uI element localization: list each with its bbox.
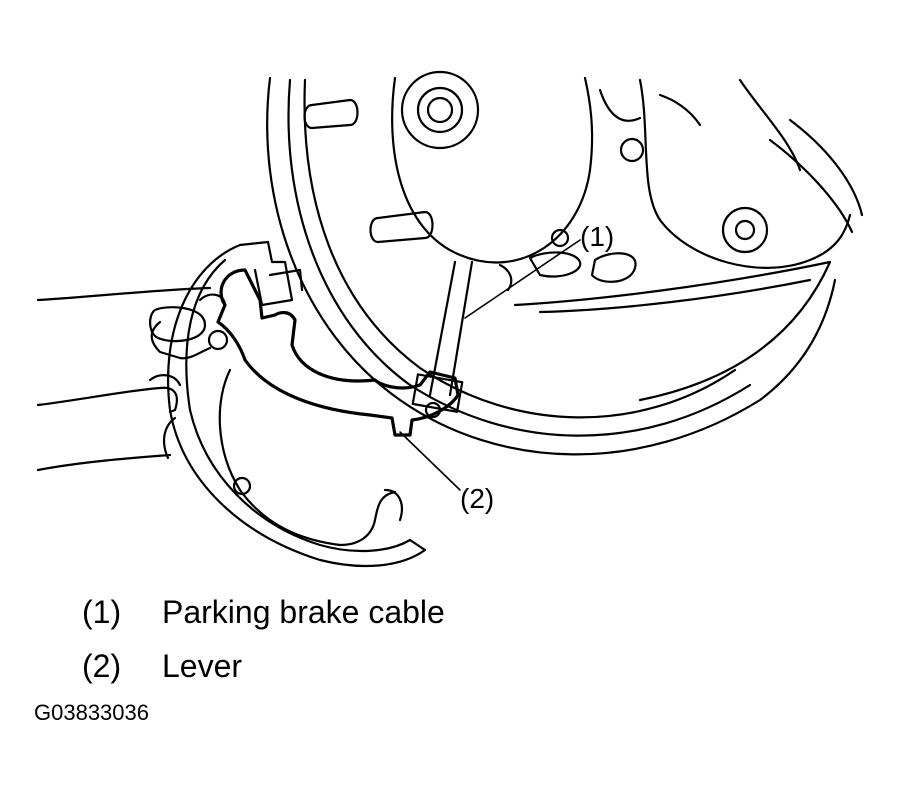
hub — [303, 70, 637, 292]
legend: (1) Parking brake cable (2) Lever — [82, 585, 445, 693]
legend-number: (1) — [82, 594, 122, 630]
legend-item-cable: (1) Parking brake cable — [82, 585, 445, 639]
brake-illustration: (1) (2) — [36, 70, 864, 568]
figure-code: G03833036 — [34, 700, 149, 725]
legend-label: Lever — [162, 648, 243, 684]
backing-plate — [266, 76, 864, 456]
legend-item-lever: (2) Lever — [82, 639, 445, 693]
leader-lines — [399, 239, 581, 491]
hand — [36, 286, 212, 472]
leader-line-cable — [464, 239, 581, 319]
brake-shoe — [166, 240, 427, 568]
callout-cable: (1) — [580, 221, 614, 252]
dust-shield — [513, 260, 832, 402]
callout-lever: (2) — [460, 483, 494, 514]
leader-line-lever — [399, 431, 461, 491]
legend-number: (2) — [82, 648, 122, 684]
legend-label: Parking brake cable — [162, 594, 445, 630]
lever — [216, 268, 460, 437]
parking-brake-cable — [411, 260, 474, 419]
